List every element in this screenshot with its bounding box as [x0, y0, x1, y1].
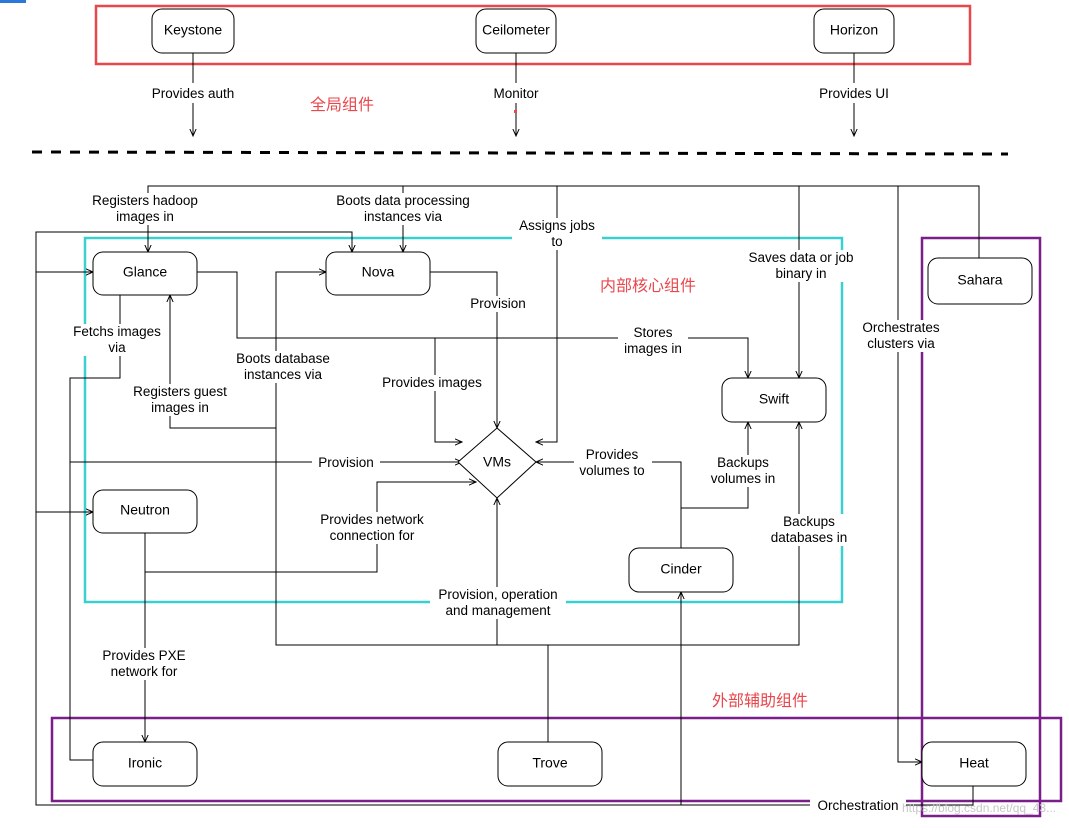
- svg-text:Heat: Heat: [959, 755, 989, 771]
- separator-dashed-line: [31, 150, 1009, 156]
- svg-text:Cinder: Cinder: [660, 561, 702, 577]
- edge-glance-swift: [197, 271, 748, 378]
- node-heat: Heat: [921, 741, 1027, 787]
- label-provision-left: Provision: [318, 455, 374, 470]
- svg-text:Ironic: Ironic: [128, 755, 162, 771]
- label-assigns-jobs: Assigns jobs: [519, 218, 595, 233]
- annotation-core: 内部核心组件: [600, 276, 696, 295]
- node-keystone: Keystone: [151, 8, 235, 54]
- label-fetchs-images-2: via: [108, 340, 126, 355]
- label-provides-network: Provides network: [320, 512, 424, 527]
- edge-trove-swift: [548, 422, 799, 646]
- edge-nova-vms: [430, 271, 497, 428]
- label-stores-images-2: images in: [624, 341, 682, 356]
- label-backups-volumes-2: volumes in: [711, 471, 776, 486]
- label-orchestration: Orchestration: [817, 798, 898, 813]
- label-boots-data-2: instances via: [364, 209, 443, 224]
- label-provides-pxe-2: network for: [111, 664, 178, 679]
- label-saves-data: Saves data or job: [748, 250, 853, 265]
- annotation-external: 外部辅助组件: [712, 691, 808, 710]
- label-provides-images: Provides images: [382, 375, 482, 390]
- label-boots-database-2: instances via: [244, 367, 323, 382]
- svg-text:Ceilometer: Ceilometer: [482, 22, 550, 38]
- edge-heat-cinder: [681, 592, 810, 806]
- label-orchestrates-2: clusters via: [867, 336, 935, 351]
- label-provision-nova: Provision: [470, 296, 526, 311]
- edge-glance-vms: [434, 338, 462, 442]
- external-components-box: [50, 716, 1063, 803]
- label-registers-guest: Registers guest: [133, 384, 227, 399]
- edge-sahara-vms: [536, 186, 558, 442]
- node-horizon: Horizon: [813, 8, 895, 54]
- global-components-box: [94, 4, 972, 66]
- label-monitor: Monitor: [493, 86, 539, 101]
- label-registers-hadoop-2: images in: [116, 209, 174, 224]
- edge-trove-nova: [275, 272, 326, 428]
- annotation-global: 全局组件: [310, 95, 374, 114]
- node-ironic: Ironic: [92, 741, 198, 787]
- svg-text:Trove: Trove: [532, 755, 567, 771]
- node-vms: VMs: [457, 427, 537, 499]
- label-backups-databases-2: databases in: [771, 530, 848, 545]
- edge-labels: Registers hadoop images in Boots data pr…: [68, 193, 946, 814]
- node-glance: Glance: [92, 251, 198, 296]
- edge-cinder-swift: [681, 422, 748, 509]
- label-provides-auth: Provides auth: [152, 86, 235, 101]
- red-tick-mark: [514, 110, 517, 113]
- node-neutron: Neutron: [92, 489, 198, 534]
- node-ceilometer: Ceilometer: [475, 8, 557, 54]
- label-stores-images: Stores: [633, 325, 672, 340]
- label-assigns-jobs-2: to: [551, 234, 562, 249]
- edge-sahara-heat: [897, 186, 922, 762]
- label-provides-volumes-2: volumes to: [579, 463, 644, 478]
- node-swift: Swift: [721, 377, 827, 423]
- label-backups-volumes: Backups: [717, 455, 769, 470]
- node-cinder: Cinder: [628, 547, 734, 593]
- watermark: https://blog.csdn.net/qq_43...: [902, 801, 1056, 815]
- node-nova: Nova: [325, 251, 431, 296]
- node-trove: Trove: [497, 741, 603, 787]
- edge-heat-bus: [35, 231, 974, 806]
- sahara-heat-column-box: [920, 236, 1042, 818]
- edge-neutron-vms: [144, 482, 476, 573]
- label-registers-hadoop: Registers hadoop: [92, 193, 198, 208]
- svg-text:Neutron: Neutron: [120, 502, 170, 518]
- label-saves-data-2: binary in: [775, 266, 826, 281]
- svg-text:VMs: VMs: [483, 454, 511, 470]
- label-provides-pxe: Provides PXE: [102, 648, 185, 663]
- node-sahara: Sahara: [927, 257, 1033, 305]
- svg-text:Horizon: Horizon: [830, 22, 878, 38]
- label-backups-databases: Backups: [783, 514, 835, 529]
- blue-tab-fragment: [0, 0, 26, 3]
- label-provides-ui: Provides UI: [819, 86, 889, 101]
- svg-text:Keystone: Keystone: [164, 22, 223, 38]
- svg-text:Swift: Swift: [759, 391, 789, 407]
- label-provides-volumes: Provides: [586, 447, 639, 462]
- label-provides-network-2: connection for: [330, 528, 415, 543]
- label-orchestrates: Orchestrates: [862, 320, 940, 335]
- label-provision-operation: Provision, operation: [438, 587, 557, 602]
- svg-text:Nova: Nova: [362, 264, 395, 280]
- label-registers-guest-2: images in: [151, 400, 209, 415]
- svg-text:Glance: Glance: [123, 264, 168, 280]
- label-provision-operation-2: and management: [445, 603, 550, 618]
- svg-text:Sahara: Sahara: [957, 272, 1002, 288]
- label-boots-data: Boots data processing: [336, 193, 470, 208]
- label-boots-database: Boots database: [236, 351, 330, 366]
- label-fetchs-images: Fetchs images: [73, 324, 161, 339]
